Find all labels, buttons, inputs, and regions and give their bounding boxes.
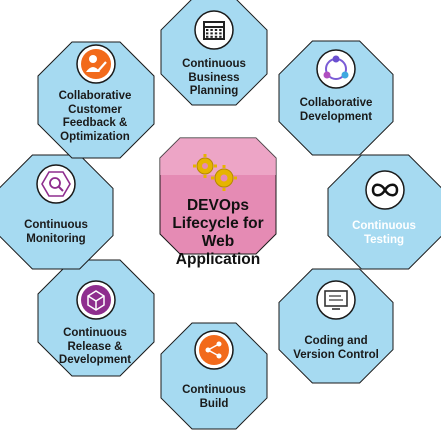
node-label-line: Continuous	[352, 220, 416, 232]
node-continuous-business-planning: Continuous Business Planning	[166, 58, 262, 99]
cube-icon	[76, 280, 116, 320]
node-continuous-release-development: Continuous Release & Development	[40, 327, 150, 368]
collaborative-customer-feedback-octagon	[37, 41, 155, 159]
node-label-line: Continuous	[24, 219, 88, 231]
collaboration-cycle-icon	[316, 49, 356, 89]
node-label-line: Development	[299, 110, 373, 123]
continuous-monitoring-octagon	[0, 154, 114, 270]
coding-and-version-control-octagon	[278, 268, 394, 384]
node-continuous-monitoring: Continuous Monitoring	[4, 219, 108, 246]
collaborative-development-octagon	[278, 40, 394, 156]
node-label-line: Version Control	[293, 348, 379, 361]
node-label-line: Feedback &	[62, 117, 128, 129]
center-title-line-2: Lifecycle for	[172, 215, 264, 232]
node-label-line: Business	[188, 71, 240, 84]
center-title-line-3: Web Application	[175, 233, 261, 268]
user-edit-icon	[76, 44, 116, 84]
node-collaborative-customer-feedback: Collaborative Customer Feedback & Optimi…	[40, 90, 150, 144]
center-title-line-1: DEVOps	[186, 197, 249, 214]
continuous-testing-octagon	[327, 154, 441, 270]
continuous-build-octagon	[160, 322, 268, 430]
node-label-line: Monitoring	[26, 232, 86, 245]
node-label-line: Release &	[67, 340, 123, 353]
node-label-line: Optimization	[60, 130, 130, 143]
node-label-line: Continuous	[182, 58, 246, 70]
gears-icon	[193, 154, 237, 191]
calendar-icon	[194, 10, 234, 50]
node-continuous-testing: Continuous Testing	[330, 220, 438, 247]
node-label-line: Testing	[363, 233, 405, 246]
node-coding-and-version-control: Coding and Version Control	[282, 335, 390, 362]
node-label-line: Continuous	[63, 327, 127, 339]
node-continuous-build: Continuous Build	[166, 384, 262, 411]
share-nodes-icon	[194, 330, 234, 370]
node-label-line: Coding and	[304, 335, 368, 347]
code-monitor-icon	[316, 280, 356, 320]
continuous-business-planning-octagon	[160, 0, 268, 106]
node-label-line: Planning	[189, 85, 239, 97]
infinity-icon	[365, 170, 405, 210]
node-label-line: Collaborative	[58, 90, 132, 102]
node-label-line: Collaborative	[299, 97, 373, 109]
center-title: DEVOps Lifecycle for Web Application	[160, 197, 276, 269]
node-label-line: Development	[58, 354, 132, 366]
node-label-line: Continuous	[182, 384, 246, 396]
search-hexagon-icon	[36, 164, 76, 204]
node-label-line: Build	[199, 397, 229, 410]
node-collaborative-development: Collaborative Development	[282, 97, 390, 124]
node-label-line: Customer	[68, 103, 122, 116]
